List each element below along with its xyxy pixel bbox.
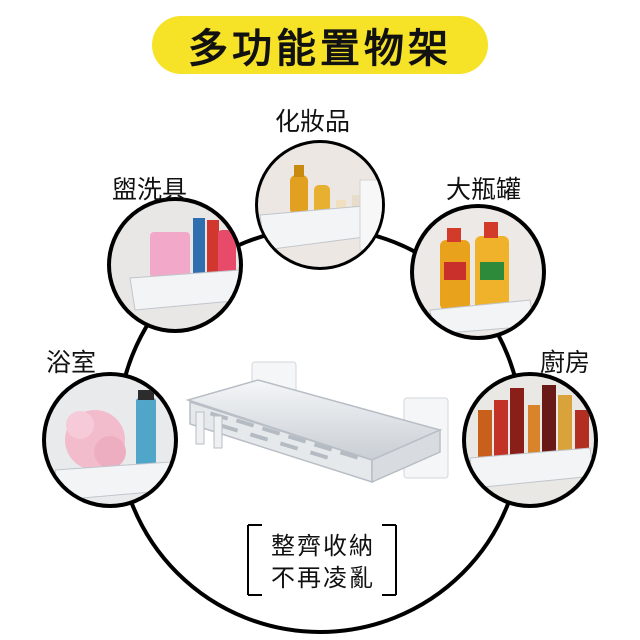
page-title: 多功能置物架: [188, 26, 452, 72]
label-big-bottles: 大瓶罐: [446, 175, 522, 204]
slogan: 整齊收納 不再凌亂: [258, 530, 388, 594]
bathroom-photo: [42, 372, 178, 508]
cosmetics-photo: [255, 140, 385, 270]
label-kitchen: 廚房: [540, 348, 591, 377]
toiletries-photo: [107, 197, 243, 333]
slogan-bracket: [247, 524, 397, 596]
shelf-product-image: [185, 361, 449, 484]
label-bathroom: 浴室: [46, 348, 97, 377]
slogan-line-1: 整齊收納: [271, 532, 375, 560]
title-banner: 多功能置物架: [152, 16, 488, 74]
kitchen-photo: [462, 372, 598, 508]
label-toiletries: 盥洗具: [112, 175, 188, 204]
slogan-line-2: 不再凌亂: [271, 564, 375, 592]
big-bottles-photo: [410, 204, 546, 340]
label-cosmetics: 化妝品: [275, 107, 351, 136]
